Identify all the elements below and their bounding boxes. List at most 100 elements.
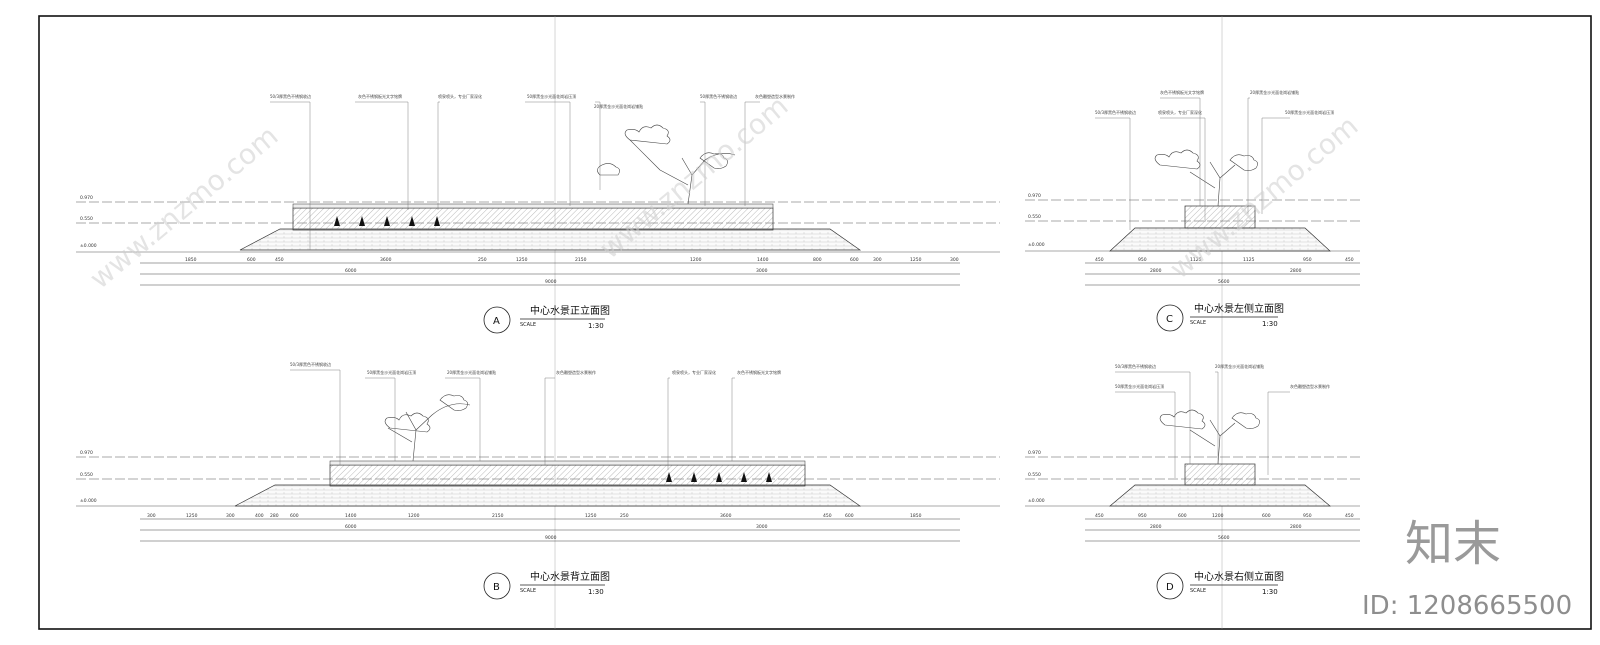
svg-text:0.550: 0.550 — [1028, 214, 1041, 220]
svg-text:±0.000: ±0.000 — [1028, 242, 1045, 248]
svg-text:5600: 5600 — [1218, 279, 1230, 285]
svg-text:450: 450 — [1095, 513, 1104, 519]
svg-text:0.550: 0.550 — [1028, 472, 1041, 478]
callout-notes-b: 50/3厚黑色不锈钢收边 50厚黑金沙光面花岗岩压顶 20厚黑金沙光面花岗岩铺贴… — [290, 361, 781, 375]
svg-text:450: 450 — [1095, 257, 1104, 263]
svg-text:600: 600 — [247, 257, 256, 263]
svg-text:1200: 1200 — [1212, 513, 1224, 519]
svg-text:D: D — [1166, 582, 1174, 593]
watermark-brand: 知末 — [1405, 516, 1501, 572]
watermark-id: ID: 1208665500 — [1362, 591, 1572, 621]
svg-text:喷泉喷头，专业厂家深化: 喷泉喷头，专业厂家深化 — [1158, 109, 1202, 115]
svg-text:灰色不锈钢板光文字铭牌: 灰色不锈钢板光文字铭牌 — [358, 93, 402, 99]
svg-text:6000: 6000 — [345, 524, 357, 530]
callout-leaders-b — [290, 369, 735, 470]
level-0970: 0.970 — [80, 195, 93, 201]
drawing-title-d: D 中心水景右侧立面图 SCALE 1:30 — [1156, 570, 1284, 600]
callout-notes-d: 50/3厚黑色不锈钢收边 20厚黑金沙光面花岗岩铺贴 50厚黑金沙光面花岗岩压顶… — [1115, 363, 1330, 389]
callout-leaders-d — [1115, 371, 1290, 478]
sculpture-tree — [1159, 409, 1260, 465]
svg-text:1:30: 1:30 — [588, 588, 604, 596]
base-plinth — [239, 228, 862, 251]
svg-text:1:30: 1:30 — [588, 322, 604, 330]
callout-notes-a: 50/3厚黑色不锈钢收边 灰色不锈钢板光文字铭牌 喷泉喷头，专业厂家深化 50厚… — [270, 93, 795, 109]
drawing-title-b: B 中心水景背立面图 SCALE 1:30 — [483, 570, 610, 600]
svg-text:9000: 9000 — [545, 279, 557, 285]
dimension-chain-d: 450 950 600 1200 600 950 450 2800 2800 5… — [1085, 513, 1360, 542]
svg-text:5600: 5600 — [1218, 535, 1230, 541]
svg-text:灰色不锈钢板光文字铭牌: 灰色不锈钢板光文字铭牌 — [737, 369, 781, 375]
svg-text:C: C — [1166, 314, 1173, 325]
water-feature-body — [329, 464, 806, 487]
svg-text:灰色雕塑造型水景制作: 灰色雕塑造型水景制作 — [556, 369, 596, 375]
drawing-marker-c — [1156, 304, 1184, 332]
svg-text:250: 250 — [620, 513, 629, 519]
svg-text:SCALE: SCALE — [520, 322, 536, 328]
svg-text:3600: 3600 — [380, 257, 392, 263]
svg-text:1250: 1250 — [585, 513, 597, 519]
drawing-marker-a — [483, 306, 511, 334]
drawing-d-elevation: 0.970 0.550 ±0.000 50/3厚黑色不锈钢收边 20厚黑金沙光面… — [1025, 363, 1360, 600]
fountain-nozzles — [334, 216, 440, 226]
svg-text:1200: 1200 — [690, 257, 702, 263]
base-plinth — [1109, 484, 1331, 507]
svg-text:950: 950 — [1138, 257, 1147, 263]
body-cap — [292, 203, 774, 209]
svg-text:0.550: 0.550 — [80, 472, 93, 478]
svg-text:450: 450 — [823, 513, 832, 519]
svg-text:50厚黑金沙光面花岗岩压顶: 50厚黑金沙光面花岗岩压顶 — [1285, 109, 1334, 115]
dimension-chain-c: 450 950 1125 1125 950 450 2800 2800 5600 — [1085, 257, 1360, 286]
svg-text:2150: 2150 — [575, 257, 587, 263]
svg-text:400: 400 — [255, 513, 264, 519]
svg-text:280: 280 — [270, 513, 279, 519]
drawing-title: 中心水景左侧立面图 — [1194, 302, 1284, 315]
water-feature-body — [1184, 463, 1256, 486]
water-feature-body — [292, 207, 774, 231]
svg-text:600: 600 — [845, 513, 854, 519]
drawing-title: 中心水景右侧立面图 — [1194, 570, 1284, 583]
svg-text:3000: 3000 — [756, 524, 768, 530]
svg-text:250: 250 — [478, 257, 487, 263]
svg-text:2800: 2800 — [1290, 524, 1302, 530]
svg-text:灰色雕塑造型水景制作: 灰色雕塑造型水景制作 — [1290, 383, 1330, 389]
svg-text:1400: 1400 — [345, 513, 357, 519]
svg-text:600: 600 — [1178, 513, 1187, 519]
svg-text:300: 300 — [950, 257, 959, 263]
callout-notes-c: 灰色不锈钢板光文字铭牌 50/3厚黑色不锈钢收边 喷泉喷头，专业厂家深化 20厚… — [1095, 89, 1334, 115]
drawing-marker-d — [1156, 572, 1184, 600]
svg-text:950: 950 — [1138, 513, 1147, 519]
drawing-b-elevation: 0.970 0.550 ±0.000 — [76, 361, 1000, 600]
svg-text:喷泉喷头，专业厂家深化: 喷泉喷头，专业厂家深化 — [438, 93, 482, 99]
drawing-marker-b — [483, 572, 511, 600]
base-plinth — [1109, 227, 1331, 252]
svg-text:450: 450 — [275, 257, 284, 263]
drawing-a-elevation: 0.970 0.550 ±0.000 — [76, 93, 1000, 334]
drawing-title-a: A 中心水景正立面图 SCALE 1:30 — [483, 304, 610, 334]
svg-text:±0.000: ±0.000 — [1028, 498, 1045, 504]
base-plinth — [234, 484, 862, 507]
svg-text:1850: 1850 — [910, 513, 922, 519]
body-cap — [329, 460, 806, 466]
svg-text:3000: 3000 — [756, 268, 768, 274]
svg-text:1125: 1125 — [1243, 257, 1255, 263]
watermark-site: www.znzmo.com — [83, 119, 284, 295]
drawing-title: 中心水景正立面图 — [530, 304, 610, 317]
svg-text:450: 450 — [1345, 513, 1354, 519]
svg-text:50/3厚黑色不锈钢收边: 50/3厚黑色不锈钢收边 — [1095, 109, 1136, 115]
drawing-title: 中心水景背立面图 — [530, 570, 610, 583]
svg-text:SCALE: SCALE — [1190, 320, 1206, 326]
drawing-title-c: C 中心水景左侧立面图 SCALE 1:30 — [1156, 302, 1284, 332]
callout-leaders-c — [1095, 97, 1290, 230]
svg-text:2800: 2800 — [1290, 268, 1302, 274]
svg-text:50/3厚黑色不锈钢收边: 50/3厚黑色不锈钢收边 — [270, 93, 311, 99]
svg-text:1250: 1250 — [186, 513, 198, 519]
svg-text:50厚黑色不锈钢收边: 50厚黑色不锈钢收边 — [700, 93, 737, 99]
svg-text:20厚黑金沙光面花岗岩铺贴: 20厚黑金沙光面花岗岩铺贴 — [1250, 89, 1299, 95]
svg-text:950: 950 — [1303, 257, 1312, 263]
svg-text:1250: 1250 — [516, 257, 528, 263]
sculpture-tree — [384, 394, 471, 462]
svg-text:1:30: 1:30 — [1262, 588, 1278, 596]
svg-text:50厚黑金沙光面花岗岩压顶: 50厚黑金沙光面花岗岩压顶 — [527, 93, 576, 99]
svg-text:喷泉喷头，专业厂家深化: 喷泉喷头，专业厂家深化 — [672, 369, 716, 375]
callout-leaders-a — [270, 101, 760, 250]
